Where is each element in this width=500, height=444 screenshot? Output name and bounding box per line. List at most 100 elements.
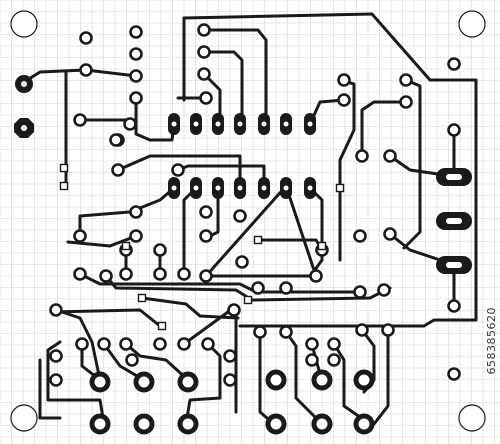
trace-bottom-left-5 (124, 342, 190, 382)
pad-14 (337, 93, 351, 107)
pad-37 (235, 255, 249, 269)
connector-pad-3 (177, 371, 199, 393)
ic-2-pin-1 (168, 177, 180, 199)
ic-1-pin-5 (258, 113, 270, 135)
trace-left-down (54, 308, 102, 382)
trace-bottom-right-1 (284, 330, 324, 426)
via-icon (243, 295, 253, 305)
pad-27 (73, 229, 87, 243)
pad-11 (197, 67, 211, 81)
trace-left-long (66, 234, 138, 248)
pad-51 (153, 337, 167, 351)
pad-44 (353, 285, 367, 299)
pad-31 (73, 267, 87, 281)
pad-20 (447, 123, 461, 137)
pad-63 (125, 353, 139, 367)
pad-65 (223, 373, 237, 387)
pad-19 (447, 57, 461, 71)
pad-66 (305, 353, 319, 367)
via-icon (59, 163, 69, 173)
pad-18 (383, 149, 397, 163)
pad-57 (305, 337, 319, 351)
trace-bottom-right-5 (372, 328, 390, 426)
pad-46 (447, 299, 461, 313)
via-icon (59, 181, 69, 191)
pad-39 (279, 281, 293, 295)
ic-2-pin-6 (280, 177, 292, 199)
pad-36 (199, 269, 213, 283)
trace-pin-drop-1 (202, 50, 244, 124)
via-icon (253, 235, 263, 245)
trace-lower-h (140, 296, 240, 320)
pad-61 (49, 349, 63, 363)
trace-right-pad-bus (360, 100, 408, 158)
outline-trace (182, 12, 478, 328)
trace-ic-center-triangle (204, 184, 318, 278)
pad-54 (227, 303, 241, 317)
ic-2-pin-5 (258, 177, 270, 199)
pad-60 (381, 323, 395, 337)
pad-4 (79, 63, 93, 77)
pad-70 (109, 133, 123, 147)
connector-pad-2 (133, 371, 155, 393)
pad-6 (129, 91, 143, 105)
pad-35 (177, 267, 191, 281)
watermark-id: 658385620 (485, 306, 498, 375)
connector-pad-1 (89, 371, 111, 393)
pad-16 (399, 95, 413, 109)
mount-hole-icon (458, 404, 486, 432)
pad-42 (353, 229, 367, 243)
trace-bottom-right-3 (332, 342, 372, 426)
capacitor-2 (436, 212, 472, 230)
pad-50 (119, 337, 133, 351)
trace-upper-bus (202, 28, 268, 122)
trace-terminal-top (22, 68, 138, 84)
pad-23 (171, 163, 185, 177)
trace-ic2-top (116, 154, 242, 188)
pad-52 (177, 337, 191, 351)
capacitor-3 (436, 256, 472, 274)
pad-17 (355, 149, 369, 163)
pad-33 (119, 267, 133, 281)
trace-ic2-down-1 (182, 186, 198, 276)
trace-cap-link-3 (388, 232, 454, 266)
connector-pad-10 (265, 413, 287, 435)
ic-2-pin-3 (212, 177, 224, 199)
pad-45 (377, 283, 391, 297)
via-icon (335, 183, 345, 193)
trace-mid-bus-2 (104, 274, 392, 302)
connector-pad-5 (311, 369, 333, 391)
pad-7 (73, 113, 87, 127)
ic-1-pin-4 (234, 113, 246, 135)
mount-hole-icon (458, 10, 486, 38)
trace-bottom-left-2 (46, 340, 106, 426)
capacitor-1 (436, 168, 472, 186)
via-icon (121, 241, 131, 251)
pad-1 (79, 31, 93, 45)
ic-2-pin-2 (190, 177, 202, 199)
trace-bottom-center-2 (184, 342, 222, 426)
pad-40 (309, 269, 323, 283)
pad-24 (199, 205, 213, 219)
pad-38 (251, 281, 265, 295)
trace-ic-right-link (308, 186, 324, 276)
pad-26 (233, 209, 247, 223)
connector-pad-11 (311, 413, 333, 435)
pad-48 (75, 337, 89, 351)
pad-28 (129, 229, 143, 243)
pad-53 (201, 337, 215, 351)
ic-1-pin-2 (190, 113, 202, 135)
component-pads (49, 23, 461, 435)
pad-56 (279, 325, 293, 339)
pad-49 (97, 337, 111, 351)
ic-2-pin-7 (304, 177, 316, 199)
ic-1-pins (168, 113, 316, 135)
via-icon (137, 293, 147, 303)
connector-pad-6 (353, 369, 375, 391)
pad-2 (129, 25, 143, 39)
pad-58 (327, 337, 341, 351)
pad-3 (129, 47, 143, 61)
pad-25 (199, 229, 213, 243)
